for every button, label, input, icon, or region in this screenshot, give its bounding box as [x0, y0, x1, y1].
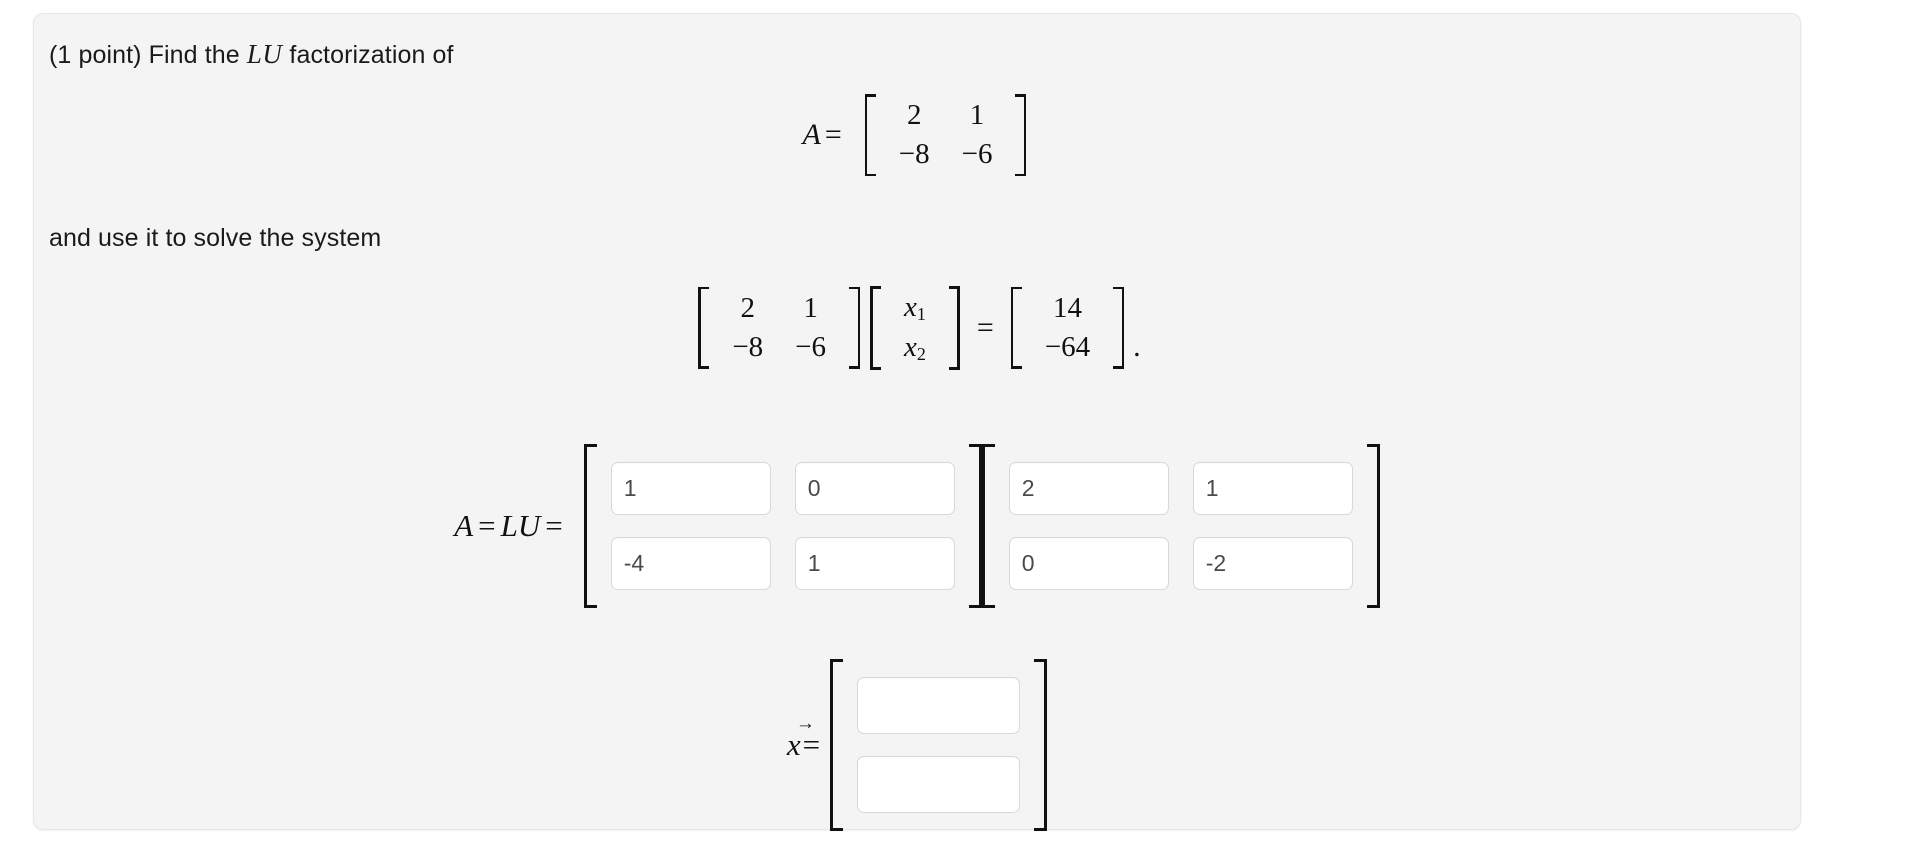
x-vector-label: x→= [786, 713, 821, 763]
bracket-right-icon [1112, 286, 1125, 369]
matrix-a-cell-r2c2: −6 [961, 138, 993, 170]
bracket-left-icon [698, 286, 710, 369]
points-label-tail: factorization of [282, 41, 454, 69]
bracket-right-icon [848, 286, 861, 369]
l-input-r2c1[interactable] [610, 537, 771, 590]
bracket-left-icon [830, 659, 844, 831]
lu-answer-label: A=LU= [454, 508, 568, 544]
problem-statement-line-2: and use it to solve the system [49, 224, 382, 252]
lu-answer-row: A=LU= [34, 444, 1800, 608]
lu-label-equals-1: = [478, 508, 496, 543]
lu-matrices [583, 444, 1380, 608]
x-vector-variable: x→ [786, 713, 815, 762]
l-input-r2c2[interactable] [794, 537, 955, 590]
u-matrix [981, 444, 1380, 608]
system-coefficient-matrix: 2 1 −8 −6 [698, 286, 861, 369]
matrix-a-equation: A= 2 1 −8 −6 [34, 94, 1800, 176]
system-unknown-grid: x1 x2 [882, 286, 948, 370]
bracket-right-icon [1014, 94, 1027, 176]
bracket-left-icon [870, 286, 882, 370]
x-vector-matrix [830, 659, 1048, 831]
system-coeff-r2c1: −8 [732, 330, 764, 363]
bracket-left-icon [583, 444, 597, 608]
lu-label-equals-2: = [545, 508, 563, 543]
bracket-right-icon [1034, 659, 1048, 831]
matrix-a-label: A= [803, 118, 846, 152]
vector-arrow-icon: → [795, 713, 815, 734]
u-input-r1c1[interactable] [1008, 462, 1169, 515]
lu-label-a: A [454, 508, 474, 543]
matrix-a-grid: 2 1 −8 −6 [877, 94, 1015, 176]
problem-card: (1 point) Find the LU factorization of A… [33, 13, 1801, 831]
x-input-row1[interactable] [857, 677, 1021, 734]
system-period: . [1133, 329, 1141, 363]
matrix-a-cell-r1c2: 1 [969, 99, 985, 131]
system-rhs-grid: 14 −64 [1023, 287, 1112, 369]
system-equals-sign: = [976, 310, 994, 344]
system-coeff-r2c2: −6 [795, 330, 827, 363]
system-coefficient-grid: 2 1 −8 −6 [710, 287, 848, 369]
points-label: (1 point) Find the [49, 41, 247, 69]
matrix-a: 2 1 −8 −6 [864, 94, 1027, 176]
unknown-x2: x2 [904, 330, 926, 364]
matrix-a-cell-r2c1: −8 [898, 138, 930, 170]
matrix-a-equals: = [824, 118, 842, 151]
u-input-r2c2[interactable] [1192, 537, 1353, 590]
matrix-a-cell-r1c1: 2 [906, 99, 922, 131]
problem-statement-line-1: (1 point) Find the LU factorization of [49, 39, 454, 70]
u-matrix-inputs [995, 444, 1367, 608]
lu-label-lu: LU [500, 508, 541, 543]
system-rhs-row2: −64 [1044, 330, 1091, 363]
bracket-left-icon [981, 444, 995, 608]
bracket-right-icon [948, 286, 960, 370]
system-coeff-r1c1: 2 [740, 291, 755, 324]
bracket-left-icon [864, 94, 877, 176]
u-input-r2c1[interactable] [1008, 537, 1169, 590]
matrix-a-variable: A [802, 118, 821, 151]
lu-symbol: LU [246, 39, 283, 69]
system-unknown-vector: x1 x2 [870, 286, 960, 370]
x-vector-inputs [843, 659, 1034, 831]
system-rhs-vector: 14 −64 [1010, 286, 1125, 369]
system-rhs-row1: 14 [1052, 291, 1082, 324]
l-matrix-inputs [597, 444, 969, 608]
bracket-right-icon [1366, 444, 1380, 608]
x-answer-row: x→= [34, 659, 1800, 831]
unknown-x1: x1 [904, 291, 926, 324]
linear-system-equation: 2 1 −8 −6 x1 x2 = 14 [34, 286, 1800, 370]
x-vector-equals: = [802, 727, 821, 762]
bracket-right-icon [968, 444, 982, 608]
u-input-r1c2[interactable] [1192, 462, 1353, 515]
l-matrix [583, 444, 982, 608]
x-input-row2[interactable] [857, 756, 1021, 813]
l-input-r1c2[interactable] [794, 462, 955, 515]
l-input-r1c1[interactable] [610, 462, 771, 515]
system-coeff-r1c2: 1 [803, 291, 818, 324]
bracket-left-icon [1010, 286, 1023, 369]
